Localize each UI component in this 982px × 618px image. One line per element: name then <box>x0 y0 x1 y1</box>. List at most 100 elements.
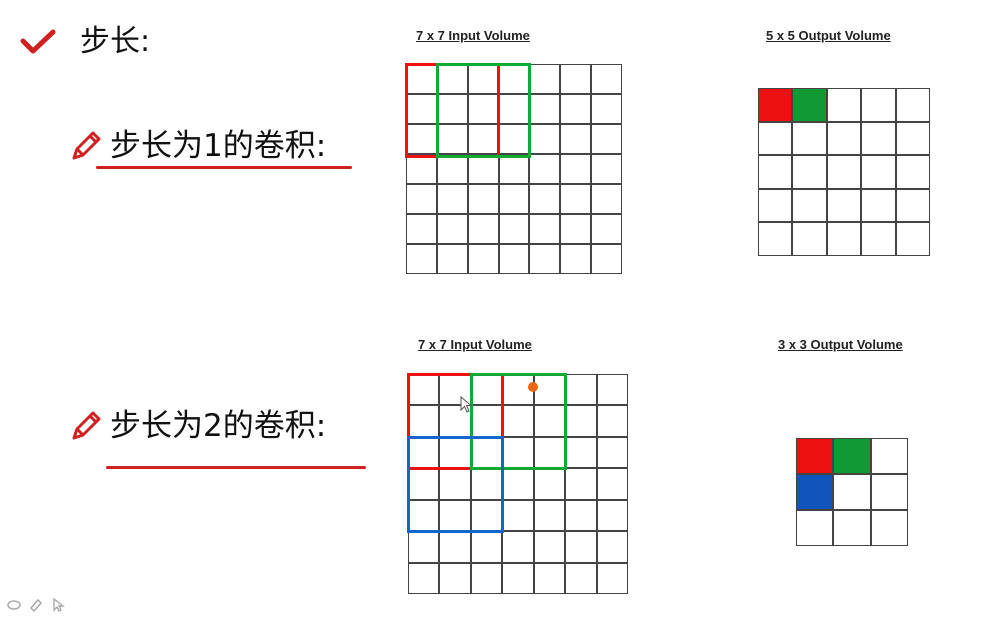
grid-cell <box>498 214 530 244</box>
grid-cell <box>758 121 793 156</box>
grid-cell <box>529 124 561 154</box>
grid-cell <box>792 155 827 189</box>
grid-cell <box>436 154 468 184</box>
grid-cell <box>596 499 628 532</box>
grid-cell <box>591 154 622 184</box>
grid-cell <box>470 531 503 563</box>
grid-cell <box>758 222 793 256</box>
grid-cell <box>565 405 597 437</box>
grid-cell <box>502 499 534 532</box>
grid-cell <box>565 499 597 532</box>
grid-cell <box>596 531 628 563</box>
grid-cell <box>560 94 592 124</box>
pointer-icon[interactable] <box>50 597 66 613</box>
grid-cell <box>591 64 622 94</box>
grid-cell <box>792 121 827 156</box>
input-volume-title-1: 7 x 7 Input Volume <box>416 28 530 43</box>
grid-cell <box>529 244 561 274</box>
grid-cell <box>796 438 834 474</box>
grid-cell <box>826 222 862 256</box>
grid-cell <box>406 214 437 244</box>
grid-cell <box>467 184 499 214</box>
highlighter-icon[interactable] <box>28 597 44 613</box>
kernel-window-red <box>407 373 504 470</box>
grid-cell <box>560 214 592 244</box>
grid-cell <box>792 188 827 223</box>
grid-cell <box>826 155 862 189</box>
grid-cell <box>467 154 499 184</box>
stride-2-label: 步长为2的卷积: <box>110 408 327 444</box>
grid-cell <box>895 88 930 122</box>
grid-cell <box>529 94 561 124</box>
grid-cell <box>861 121 896 156</box>
grid-cell <box>833 438 871 474</box>
laser-pointer-dot <box>528 382 538 392</box>
grid-cell <box>596 405 628 437</box>
grid-cell <box>758 88 793 122</box>
grid-cell <box>529 154 561 184</box>
grid-cell <box>502 562 534 594</box>
grid-cell <box>591 244 622 274</box>
pencil-icon <box>72 411 101 440</box>
grid-cell <box>596 468 628 500</box>
grid-cell <box>565 531 597 563</box>
grid-cell <box>596 562 628 594</box>
grid-cell <box>529 184 561 214</box>
grid-cell <box>792 88 827 122</box>
grid-cell <box>406 244 437 274</box>
grid-cell <box>861 188 896 223</box>
stride-2-underline <box>106 466 366 469</box>
grid-cell <box>895 222 930 256</box>
grid-cell <box>467 244 499 274</box>
pencil-icon <box>72 131 101 160</box>
input-volume-title-2: 7 x 7 Input Volume <box>418 337 532 352</box>
grid-cell <box>861 222 896 256</box>
grid-cell <box>436 244 468 274</box>
grid-cell <box>533 468 566 500</box>
grid-cell <box>502 468 534 500</box>
stride-1-underline <box>96 166 352 169</box>
grid-cell <box>529 64 561 94</box>
output-volume-grid-stride-2 <box>796 438 908 546</box>
grid-cell <box>406 154 437 184</box>
check-icon <box>20 29 56 54</box>
grid-cell <box>498 244 530 274</box>
kernel-window-green <box>436 63 531 158</box>
grid-cell <box>796 474 834 510</box>
kernel-window-blue <box>407 436 504 533</box>
grid-cell <box>560 184 592 214</box>
stride-1-label: 步长为1的卷积: <box>110 128 327 164</box>
grid-cell <box>408 562 440 594</box>
cursor-icon <box>460 396 473 413</box>
grid-cell <box>533 499 566 532</box>
grid-cell <box>436 184 468 214</box>
grid-cell <box>870 438 908 474</box>
grid-cell <box>591 124 622 154</box>
grid-cell <box>870 510 908 546</box>
grid-cell <box>436 214 468 244</box>
grid-cell <box>529 214 561 244</box>
slide-heading: 步长: <box>80 24 151 59</box>
grid-cell <box>826 188 862 223</box>
grid-cell <box>498 184 530 214</box>
grid-cell <box>758 188 793 223</box>
grid-cell <box>560 244 592 274</box>
eraser-icon[interactable] <box>6 597 22 613</box>
grid-cell <box>870 474 908 510</box>
grid-cell <box>826 88 862 122</box>
grid-cell <box>758 155 793 189</box>
grid-cell <box>861 88 896 122</box>
grid-cell <box>833 474 871 510</box>
grid-cell <box>895 155 930 189</box>
grid-cell <box>560 124 592 154</box>
grid-cell <box>565 468 597 500</box>
output-volume-title-1: 5 x 5 Output Volume <box>766 28 891 43</box>
grid-cell <box>796 510 834 546</box>
grid-cell <box>596 436 628 469</box>
grid-cell <box>470 562 503 594</box>
grid-cell <box>502 531 534 563</box>
grid-cell <box>565 562 597 594</box>
output-volume-grid-stride-1 <box>758 88 930 256</box>
grid-cell <box>408 531 440 563</box>
grid-cell <box>498 154 530 184</box>
